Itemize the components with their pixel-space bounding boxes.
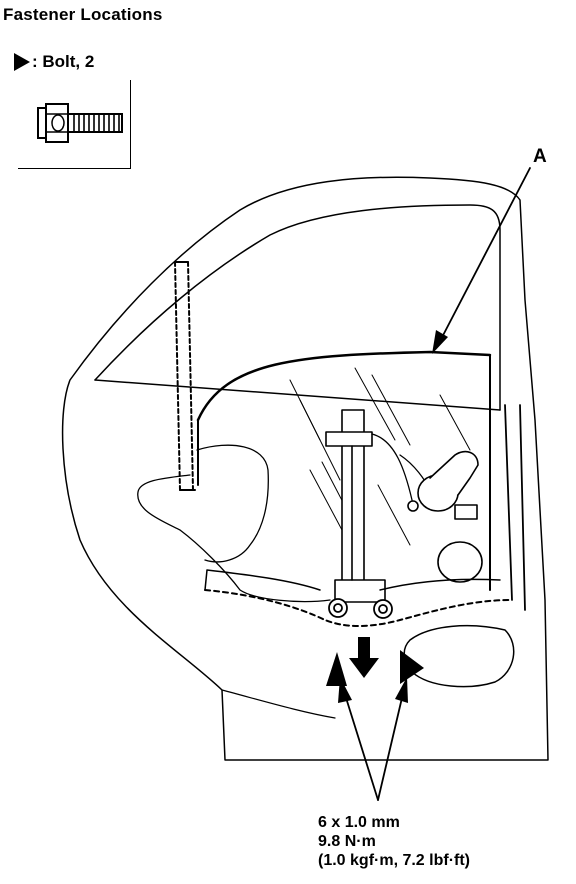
torque-alt-units: (1.0 kgf·m, 7.2 lbf·ft): [318, 852, 471, 869]
bolt-size: 6 x 1.0 mm: [318, 814, 400, 831]
window-regulator-rail: [325, 409, 386, 603]
callout-label-a: A: [533, 146, 547, 167]
callout-a-leader: [437, 167, 531, 346]
callout-a-arrowhead: [432, 330, 448, 354]
window-frame: [94, 204, 501, 411]
door-pocket: [403, 624, 515, 688]
triangle-marker-icon: [400, 650, 424, 684]
window-glass: [196, 350, 492, 422]
door-outer-panel: [61, 176, 549, 761]
regulator-motor: [407, 450, 483, 583]
down-arrow-icon: [349, 637, 379, 678]
page-title: Fastener Locations: [3, 5, 163, 24]
right-glass-channel: [504, 404, 526, 611]
legend: : Bolt, 2: [14, 52, 94, 72]
bolt-illustration-box: [18, 80, 131, 169]
bolt-right: [373, 599, 393, 619]
leader-lines: [341, 684, 406, 801]
cable: [137, 444, 331, 603]
torque-nm: 9.8 N·m: [318, 833, 376, 850]
bolt-left: [328, 598, 348, 618]
panel-dashed-edge: [204, 589, 511, 627]
torque-spec: 6 x 1.0 mm 9.8 N·m (1.0 kgf·m, 7.2 lbf·f…: [318, 813, 470, 870]
bolt-icon: [37, 103, 123, 143]
legend-label: : Bolt, 2: [32, 52, 95, 71]
left-glass-channel: [174, 261, 196, 491]
triangle-marker-icon: [14, 53, 30, 71]
triangle-marker-icon: [326, 652, 347, 686]
